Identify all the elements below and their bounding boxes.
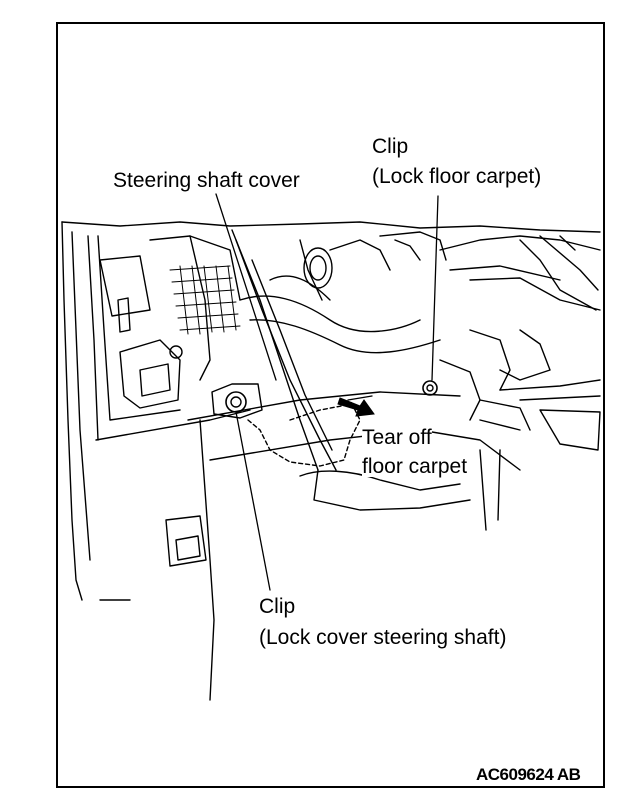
clip-shaft-label: Clip <box>259 595 296 618</box>
steering-shaft-cover-label: Steering shaft cover <box>113 169 300 192</box>
tear-off-label-1: Tear off <box>362 426 432 449</box>
tear-off-label-2: floor carpet <box>362 455 468 478</box>
clip-carpet-desc: (Lock floor carpet) <box>372 165 542 188</box>
figure-code: AC609624 AB <box>476 765 581 784</box>
clip-shaft-desc: (Lock cover steering shaft) <box>259 626 507 649</box>
clip-carpet-label: Clip <box>372 135 409 158</box>
figure-frame <box>56 22 605 788</box>
